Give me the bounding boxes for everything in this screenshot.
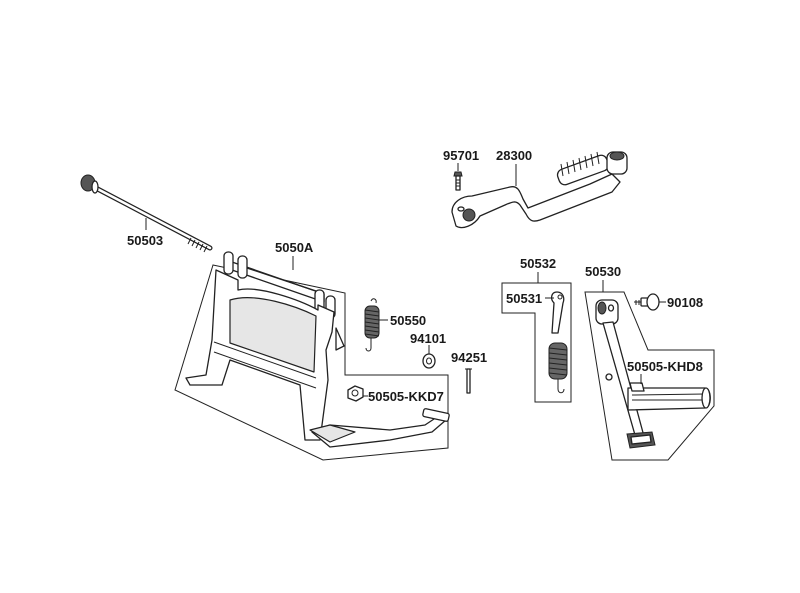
kick-rubber-grip: [556, 151, 610, 186]
group-outline-50532: [501, 282, 572, 403]
part-label-94251: 94251: [451, 350, 487, 365]
part-label-50550: 50550: [390, 313, 426, 328]
spring-50550[interactable]: [364, 298, 380, 352]
main-stand-shaft[interactable]: [80, 174, 213, 253]
side-stand-bracket-50531[interactable]: [550, 291, 565, 334]
part-label-50531: 50531: [506, 291, 542, 306]
group-outline-5050a: [174, 264, 449, 461]
part-label-90108: 90108: [667, 295, 703, 310]
spring-50532[interactable]: [548, 342, 568, 394]
part-label-50532: 50532: [520, 256, 556, 271]
part-label-28300: 28300: [496, 148, 532, 163]
part-label-50505-kkd7: 50505-KKD7: [368, 389, 444, 404]
main-stand[interactable]: [185, 251, 450, 448]
part-label-50530: 50530: [585, 264, 621, 279]
cotter-pin-94251[interactable]: [465, 368, 472, 394]
part-label-50505-khd8: 50505-KHD8: [627, 359, 703, 374]
side-stand[interactable]: [595, 299, 711, 449]
part-label-5050a: 5050A: [275, 240, 314, 255]
bolt-95701[interactable]: [453, 171, 463, 191]
part-label-50503: 50503: [127, 233, 163, 248]
bolt-90108[interactable]: [634, 293, 660, 311]
group-outline-50530: [584, 291, 715, 461]
washer-94101[interactable]: [422, 353, 436, 369]
nut-50505-kkd7[interactable]: [347, 385, 364, 402]
part-label-95701: 95701: [443, 148, 479, 163]
kick-starter-lever[interactable]: [451, 151, 628, 229]
part-label-94101: 94101: [410, 331, 446, 346]
